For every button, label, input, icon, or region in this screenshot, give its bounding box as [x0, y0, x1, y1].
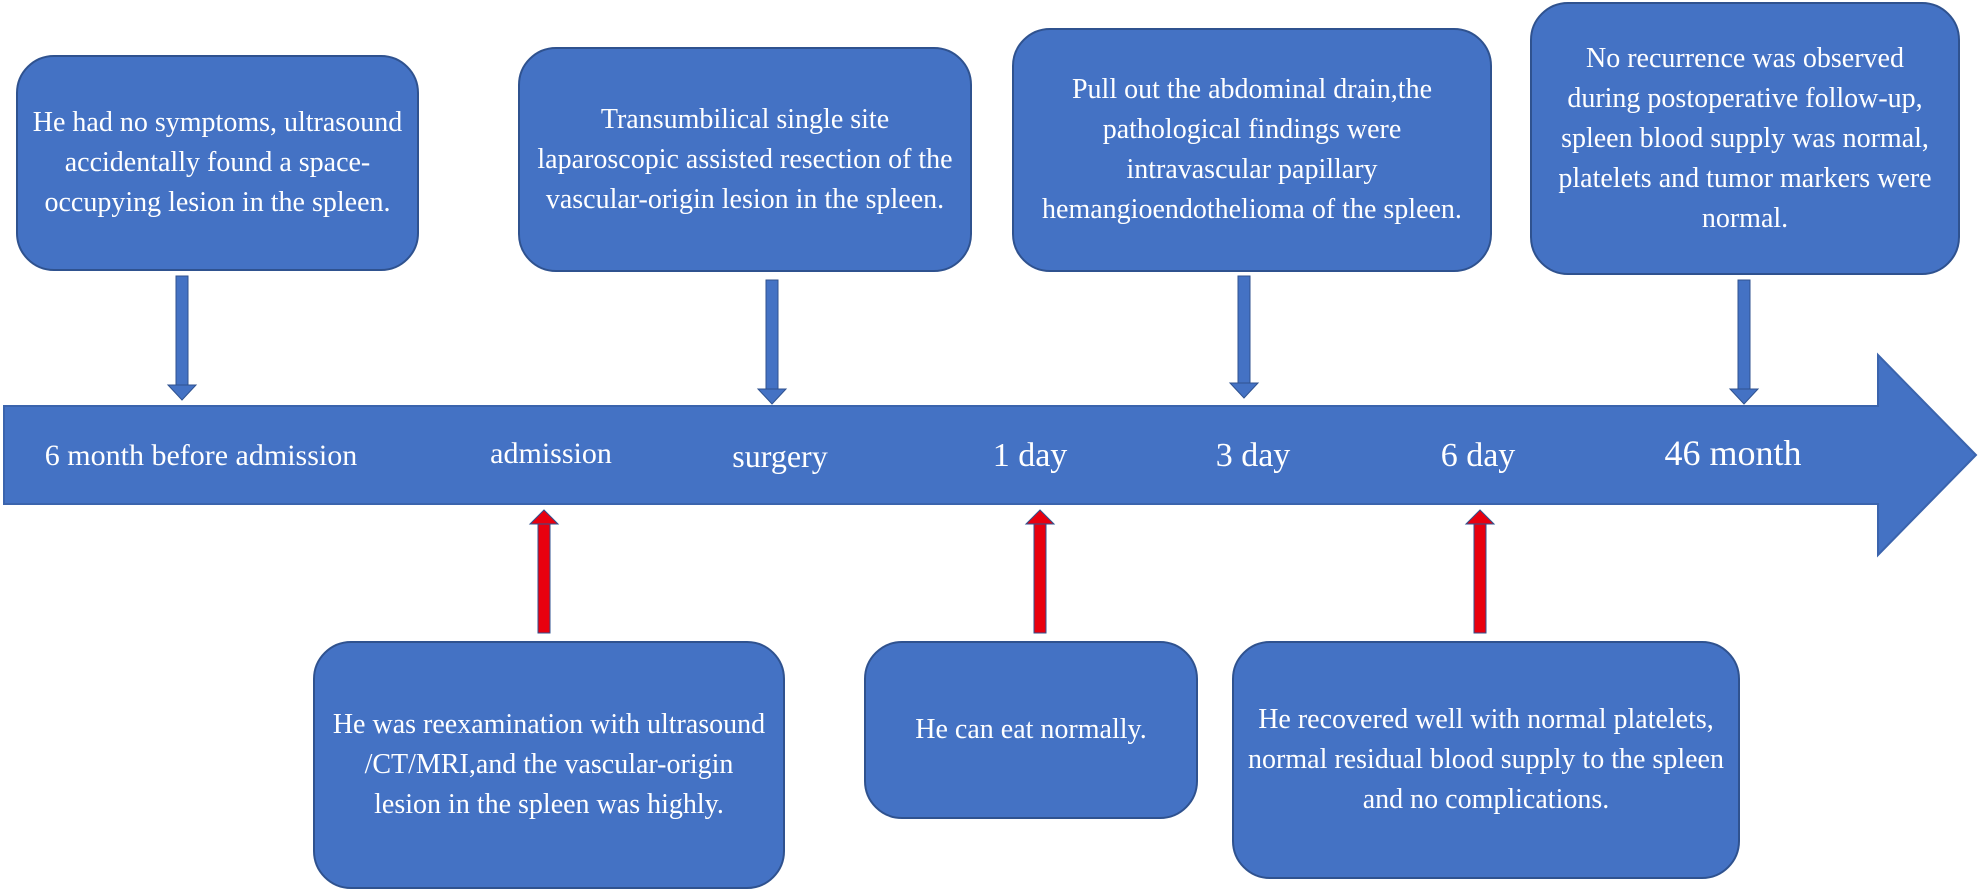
up-arrow-3	[1464, 509, 1496, 634]
tick-6-day: 6 day	[1440, 437, 1516, 474]
down-arrow-2	[756, 279, 788, 405]
down-arrow-1	[166, 275, 198, 401]
tick-surgery: surgery	[732, 438, 828, 474]
timeline-arrow-shape	[3, 352, 1978, 558]
down-arrow-4	[1728, 279, 1760, 405]
up-arrow-1	[528, 509, 560, 634]
tick-1-day: 1 day	[992, 437, 1068, 474]
event-box-no-symptoms: He had no symptoms, ultrasound accidenta…	[16, 55, 419, 271]
up-arrow-2	[1024, 509, 1056, 634]
tick-46-month: 46 month	[1664, 433, 1802, 473]
tick-admission: admission	[490, 437, 612, 470]
event-box-follow-up: No recurrence was observed during postop…	[1530, 2, 1960, 275]
event-box-recovered: He recovered well with normal platelets,…	[1232, 641, 1740, 879]
event-box-reexamination: He was reexamination with ultrasound /CT…	[313, 641, 785, 889]
tick-6-month-before-admission: 6 month before admission	[44, 439, 358, 472]
tick-3-day: 3 day	[1215, 437, 1291, 474]
event-box-surgery: Transumbilical single site laparoscopic …	[518, 47, 972, 272]
event-box-drain-pathology: Pull out the abdominal drain,the patholo…	[1012, 28, 1492, 272]
down-arrow-3	[1228, 275, 1260, 399]
event-box-eat-normally: He can eat normally.	[864, 641, 1198, 819]
